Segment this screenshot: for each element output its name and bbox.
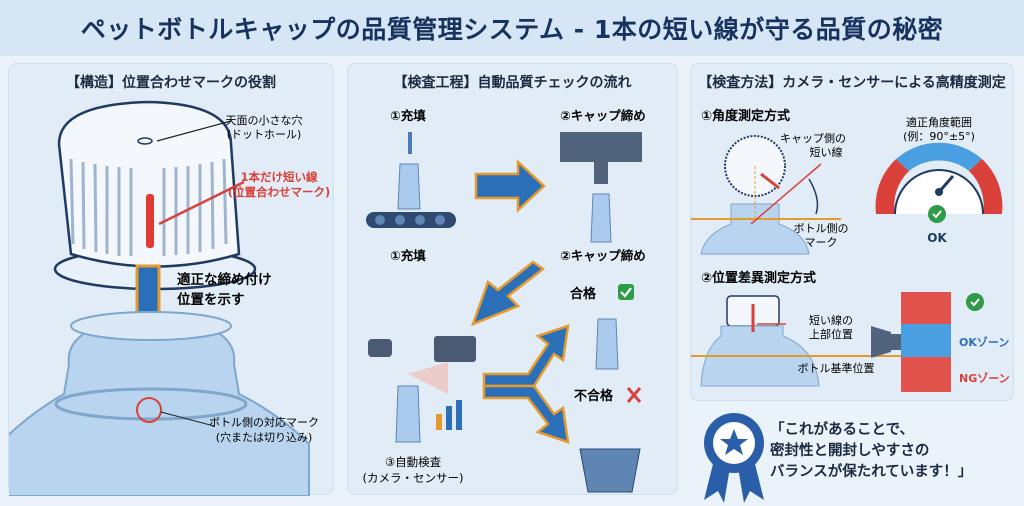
bottle-icon bbox=[595, 318, 619, 370]
quote-text: 「これがあることで、 密封性と開封しやすさの バランスが保たれています！」 bbox=[770, 422, 973, 480]
pass-label: 合格 bbox=[570, 286, 597, 302]
svg-text:マーク: マーク bbox=[805, 236, 838, 249]
award-ribbon-icon bbox=[704, 413, 764, 503]
svg-text:位置を示す: 位置を示す bbox=[177, 291, 245, 308]
structure-heading: 【構造】位置合わせマークの役割 bbox=[66, 75, 276, 91]
svg-text:(ドットホール): (ドットホール) bbox=[227, 128, 302, 141]
measurement-illustration: ①角度測定方式 キャップ側の 短い線 ボトル側の マーク 適正角度範囲 (例：9… bbox=[691, 108, 1010, 392]
svg-text:ボトル基準位置: ボトル基準位置 bbox=[798, 361, 875, 375]
check-icon bbox=[928, 205, 946, 223]
check-icon bbox=[618, 284, 634, 300]
method-heading: 【検査方法】カメラ・センサーによる高精度測定 bbox=[698, 75, 1006, 91]
svg-text:ボトル側の: ボトル側の bbox=[794, 222, 849, 235]
svg-text:短い線の: 短い線の bbox=[809, 313, 853, 327]
cross-icon bbox=[626, 387, 642, 403]
angle-gauge: OK bbox=[875, 142, 1003, 245]
page-title: ペットボトルキャップの品質管理システム - 1本の短い線が守る品質の秘密 bbox=[0, 0, 1024, 56]
svg-text:(カメラ・センサー): (カメラ・センサー) bbox=[363, 471, 464, 485]
svg-text:①角度測定方式: ①角度測定方式 bbox=[701, 108, 790, 124]
svg-text:適正な締め付け: 適正な締め付け bbox=[177, 271, 272, 288]
arrow-right-icon bbox=[474, 159, 546, 213]
svg-text:(位置合わせマーク): (位置合わせマーク) bbox=[228, 185, 331, 199]
label-bottle-mark: ボトル側の対応マーク bbox=[209, 415, 319, 429]
bar-chart-icon bbox=[436, 400, 462, 430]
svg-text:(穴または切り込み): (穴または切り込み) bbox=[216, 430, 313, 444]
svg-text:(例：90°±5°): (例：90°±5°) bbox=[903, 129, 975, 143]
check-icon bbox=[966, 293, 984, 311]
sensor-icon bbox=[368, 339, 392, 357]
arrow-down-left-icon bbox=[470, 260, 546, 327]
svg-text:②キャップ締め: ②キャップ締め bbox=[560, 248, 646, 263]
short-line-mark bbox=[146, 194, 154, 248]
process-heading: 【検査工程】自動品質チェックの流れ bbox=[393, 75, 632, 91]
svg-text:②キャップ締め: ②キャップ締め bbox=[560, 108, 646, 123]
camera-icon bbox=[871, 326, 901, 358]
structure-panel: 【構造】位置合わせマークの役割 天面の小さな穴 (ドットホール) 1本だけ短い線… bbox=[8, 63, 334, 496]
trash-bin-icon bbox=[579, 448, 641, 493]
svg-text:上部位置: 上部位置 bbox=[809, 327, 853, 341]
cap-structure-illustration: 天面の小さな穴 (ドットホール) 1本だけ短い線 (位置合わせマーク) 適正な締… bbox=[9, 100, 331, 496]
svg-text:①充填: ①充填 bbox=[390, 108, 426, 123]
fail-label: 不合格 bbox=[574, 388, 614, 404]
svg-text:NGゾーン: NGゾーン bbox=[959, 371, 1010, 385]
arrow-down-right-icon bbox=[482, 384, 570, 444]
process-panel: 【検査工程】自動品質チェックの流れ ①充填 ②キャップ締め ①充填 ②キャップ締… bbox=[347, 63, 678, 495]
method-panel: 【検査方法】カメラ・センサーによる高精度測定 ①角度測定方式 キャップ側の 短い… bbox=[690, 63, 1014, 401]
bottle-icon bbox=[395, 385, 421, 443]
svg-text:短い線: 短い線 bbox=[810, 145, 843, 159]
process-flow-illustration: ①充填 ②キャップ締め ①充填 ②キャップ締め ③自動検査 (カメラ・センサー)… bbox=[363, 108, 646, 493]
svg-text:キャップ側の: キャップ側の bbox=[780, 132, 846, 145]
label-short-line: 1本だけ短い線 bbox=[240, 170, 318, 184]
svg-text:①充填: ①充填 bbox=[390, 248, 426, 263]
svg-text:OKゾーン: OKゾーン bbox=[959, 335, 1009, 349]
arrow-up-right-icon bbox=[482, 324, 570, 388]
svg-text:OK: OK bbox=[927, 231, 947, 245]
bottle-icon bbox=[590, 193, 612, 243]
svg-text:②位置差異測定方式: ②位置差異測定方式 bbox=[701, 270, 816, 286]
bottle-icon bbox=[397, 163, 421, 210]
svg-text:③自動検査: ③自動検査 bbox=[385, 455, 442, 469]
label-top-hole: 天面の小さな穴 bbox=[226, 113, 303, 127]
svg-text:適正角度範囲: 適正角度範囲 bbox=[906, 115, 972, 129]
camera-icon bbox=[434, 336, 476, 362]
